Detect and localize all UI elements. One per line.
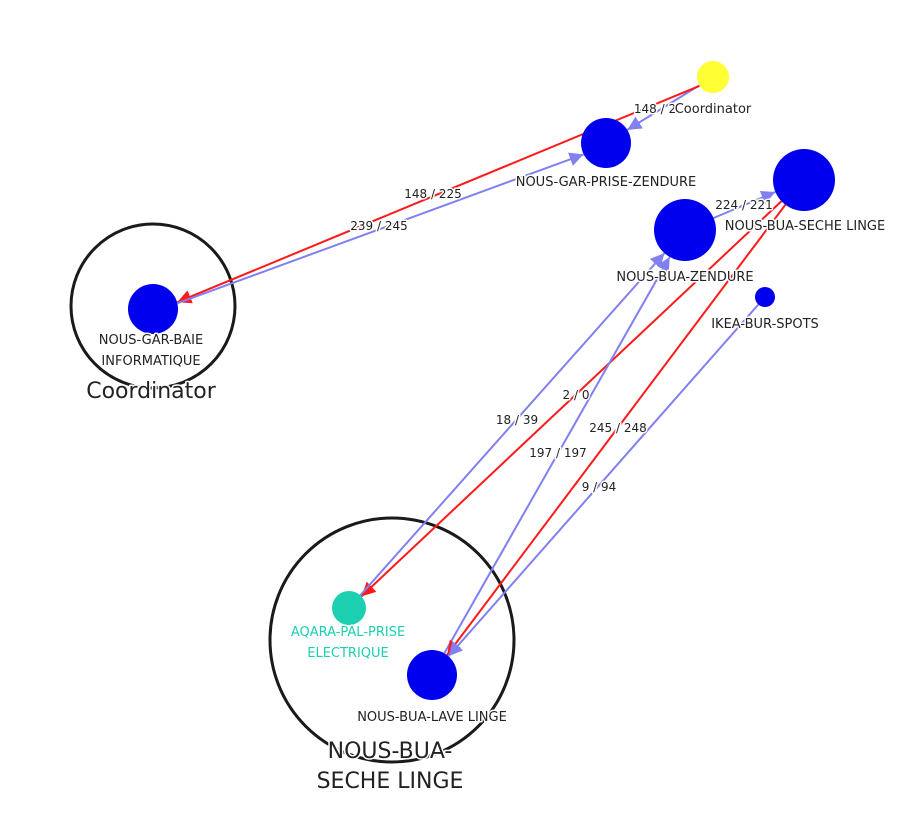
node-label-line: NOUS-GAR-PRISE-ZENDURE xyxy=(516,175,697,190)
group-label-line: NOUS-BUA- xyxy=(328,739,453,764)
node-label-line: NOUS-BUA-SECHE LINGE xyxy=(725,219,885,234)
node-coordinator[interactable] xyxy=(697,61,729,93)
node-label-line: ELECTRIQUE xyxy=(307,646,389,661)
node-label-ikea-spots: IKEA-BUR-SPOTS xyxy=(711,317,819,332)
edges-layer xyxy=(176,84,787,657)
node-label-line: NOUS-BUA-LAVE LINGE xyxy=(357,710,507,725)
node-bua-seche[interactable] xyxy=(773,149,835,211)
edge-bua-seche-to-bua-lave[interactable] xyxy=(446,204,787,656)
edge-lqi-label: 2 / 0 xyxy=(563,388,590,402)
node-label-line: NOUS-BUA-ZENDURE xyxy=(616,270,753,285)
node-label-line: AQARA-PAL-PRISE xyxy=(291,625,405,640)
node-aqara-prise[interactable] xyxy=(332,591,366,625)
edge-lqi-label: 18 / 39 xyxy=(496,413,538,427)
group-label-line: SECHE LINGE xyxy=(317,769,464,794)
node-label-bua-lave: NOUS-BUA-LAVE LINGE xyxy=(357,710,507,725)
edge-bua-zendure-to-bua-seche[interactable] xyxy=(713,190,776,219)
edge-lqi-label: 224 / 221 xyxy=(715,198,772,212)
edge-lqi-label: 245 / 248 xyxy=(589,421,646,435)
node-label-gar-prise-zendure: NOUS-GAR-PRISE-ZENDURE xyxy=(516,175,697,190)
group-label: Coordinator xyxy=(86,379,217,404)
node-bua-lave[interactable] xyxy=(407,650,457,700)
edge-lqi-label: 9 / 94 xyxy=(582,480,617,494)
node-label-line: IKEA-BUR-SPOTS xyxy=(711,317,819,332)
node-bua-zendure[interactable] xyxy=(654,199,716,261)
node-label-line: NOUS-GAR-BAIE xyxy=(99,333,203,348)
node-label-line: Coordinator xyxy=(675,102,752,117)
node-label-coordinator: Coordinator xyxy=(675,102,752,117)
groups-layer xyxy=(69,222,516,764)
node-label-bua-zendure: NOUS-BUA-ZENDURE xyxy=(616,270,753,285)
group-label: NOUS-BUA- SECHE LINGE xyxy=(317,739,464,794)
edge-lqi-label: 148 / 2 xyxy=(634,102,676,116)
edge-gar-baie-to-gar-prise-zendure[interactable] xyxy=(177,152,584,305)
edge-lqi-label: 239 / 245 xyxy=(350,219,407,233)
edge-coordinator-to-gar-prise-zendure[interactable] xyxy=(626,84,700,131)
node-ikea-spots[interactable] xyxy=(755,287,775,307)
node-label-gar-baie: NOUS-GAR-BAIE INFORMATIQUE xyxy=(99,333,203,369)
edge-lqi-label: 197 / 197 xyxy=(529,446,586,460)
edge-aqara-prise-to-bua-zendure[interactable] xyxy=(359,252,666,596)
node-gar-prise-zendure[interactable] xyxy=(581,118,631,168)
group-circle-grp-seche xyxy=(268,516,516,764)
edge-bua-seche-to-aqara-prise[interactable] xyxy=(360,200,783,598)
edge-lqi-label: 148 / 225 xyxy=(404,187,461,201)
group-circle-grp-coordinator xyxy=(69,222,237,390)
node-label-line: INFORMATIQUE xyxy=(101,354,200,369)
edge-bua-lave-to-bua-zendure[interactable] xyxy=(443,256,671,654)
group-label-line: Coordinator xyxy=(86,379,217,404)
node-label-bua-seche: NOUS-BUA-SECHE LINGE xyxy=(725,219,885,234)
edge-ikea-spots-to-bua-lave[interactable] xyxy=(447,303,760,657)
nodes-layer xyxy=(128,61,835,700)
node-label-aqara-prise: AQARA-PAL-PRISE ELECTRIQUE xyxy=(291,625,405,661)
node-gar-baie[interactable] xyxy=(128,284,178,334)
